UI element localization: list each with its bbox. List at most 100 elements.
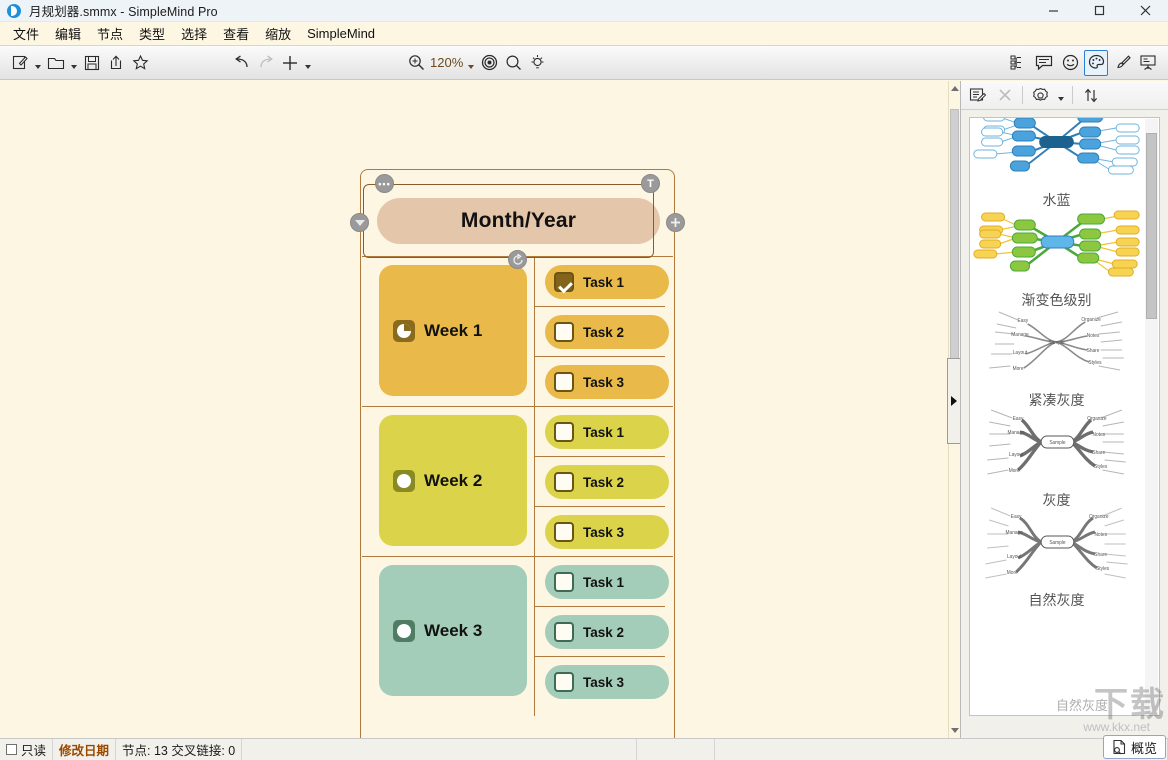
save-icon[interactable] <box>80 50 104 76</box>
overview-page-icon <box>1113 739 1126 755</box>
task-node[interactable]: Task 1 <box>545 415 669 449</box>
new-document-caret[interactable] <box>32 50 44 76</box>
scroll-down-arrow-icon[interactable] <box>950 725 959 736</box>
share-export-icon[interactable] <box>104 50 128 76</box>
node-menu-handle[interactable]: ••• <box>375 174 394 193</box>
pie-empty-icon[interactable] <box>393 619 415 642</box>
toolbar-separator <box>1072 86 1073 104</box>
sort-updown-icon[interactable] <box>1078 83 1103 107</box>
week-node[interactable]: Week 2 <box>379 415 527 546</box>
gear-settings-icon[interactable] <box>1028 83 1053 107</box>
emoji-smiley-icon[interactable] <box>1058 50 1082 76</box>
menu-type[interactable]: 类型 <box>139 27 166 42</box>
panel-collapse-handle[interactable] <box>947 358 960 444</box>
new-document-icon[interactable] <box>8 50 32 76</box>
week-node[interactable]: Week 1 <box>379 265 527 396</box>
status-spacer-2 <box>637 739 716 760</box>
add-plus-caret[interactable] <box>302 50 314 76</box>
task-node[interactable]: Task 3 <box>545 365 669 399</box>
open-folder-icon[interactable] <box>44 50 68 76</box>
task-node[interactable]: Task 1 <box>545 265 669 299</box>
task-node[interactable]: Task 2 <box>545 465 669 499</box>
node-topic-glyph: T <box>647 177 654 190</box>
task-node[interactable]: Task 3 <box>545 665 669 699</box>
plus-icon <box>671 218 680 227</box>
add-plus-icon[interactable] <box>278 50 302 76</box>
node-add-handle[interactable] <box>666 213 685 232</box>
menu-zoom[interactable]: 缩放 <box>265 27 292 42</box>
svg-text:Easy: Easy <box>1011 514 1022 520</box>
status-bar: 只读 修改日期 节点: 13 交叉链接: 0 <box>0 738 1168 760</box>
gear-settings-caret[interactable] <box>1055 82 1067 108</box>
task-checkbox[interactable] <box>554 322 574 342</box>
week-node[interactable]: Week 3 <box>379 565 527 696</box>
theme-list-scrollbar[interactable] <box>1145 119 1158 714</box>
task-node-label: Task 1 <box>583 274 625 290</box>
task-checkbox[interactable] <box>554 522 574 542</box>
canvas-scroll-thumb[interactable] <box>950 109 959 387</box>
search-icon[interactable] <box>501 50 525 76</box>
target-focus-icon[interactable] <box>477 50 501 76</box>
task-checkbox[interactable] <box>554 472 574 492</box>
overview-button[interactable]: 概览 <box>1102 735 1166 759</box>
zoom-magnifier-icon[interactable] <box>404 50 428 76</box>
window-controls <box>1030 0 1168 21</box>
zoom-level-label[interactable]: 120% <box>430 55 464 70</box>
outline-tree-icon[interactable] <box>1006 50 1030 76</box>
modified-date-cell[interactable]: 修改日期 <box>53 739 117 760</box>
star-favorite-icon[interactable] <box>128 50 152 76</box>
task-checkbox[interactable] <box>554 272 574 292</box>
redo-icon[interactable] <box>254 50 278 76</box>
menu-node[interactable]: 节点 <box>97 27 124 42</box>
task-node[interactable]: Task 1 <box>545 565 669 599</box>
pie-quarter-icon[interactable] <box>393 319 415 342</box>
note-comment-icon[interactable] <box>1032 50 1056 76</box>
menu-view[interactable]: 查看 <box>223 27 250 42</box>
menu-edit[interactable]: 编辑 <box>55 27 82 42</box>
highlight-idea-icon[interactable] <box>525 50 549 76</box>
mindmap-canvas[interactable]: Month/Year ••• T Week 1 <box>0 81 960 738</box>
theme-list[interactable]: 水蓝 <box>969 117 1160 716</box>
paintbrush-icon[interactable] <box>1110 50 1134 76</box>
task-node[interactable]: Task 3 <box>545 515 669 549</box>
readonly-checkbox[interactable] <box>6 744 17 755</box>
node-collapse-handle[interactable] <box>350 213 369 232</box>
theme-list-scroll-thumb[interactable] <box>1146 133 1157 319</box>
palette-style-icon[interactable] <box>1084 49 1108 76</box>
task-checkbox[interactable] <box>554 672 574 692</box>
task-node[interactable]: Task 2 <box>545 615 669 649</box>
minimize-button[interactable] <box>1030 0 1076 21</box>
node-topic-handle[interactable]: T <box>641 174 660 193</box>
task-checkbox[interactable] <box>554 422 574 442</box>
close-button[interactable] <box>1122 0 1168 21</box>
theme-item-aqua-blue[interactable]: 水蓝 <box>970 118 1143 210</box>
open-folder-caret[interactable] <box>68 50 80 76</box>
pie-empty-icon[interactable] <box>393 469 415 492</box>
maximize-button[interactable] <box>1076 0 1122 21</box>
task-checkbox[interactable] <box>554 622 574 642</box>
theme-item-gradient-level[interactable]: 渐变色级别 <box>970 196 1143 310</box>
zoom-level-caret[interactable] <box>465 50 477 76</box>
task-checkbox[interactable] <box>554 572 574 592</box>
menu-select[interactable]: 选择 <box>181 27 208 42</box>
menu-file[interactable]: 文件 <box>13 27 40 42</box>
presentation-icon[interactable] <box>1136 50 1160 76</box>
menu-simplemind[interactable]: SimpleMind <box>307 26 376 41</box>
scroll-up-arrow-icon[interactable] <box>950 83 959 94</box>
node-count-label: 节点: 13 交叉链接: 0 <box>122 744 236 758</box>
edit-style-icon[interactable] <box>965 83 990 107</box>
readonly-cell[interactable]: 只读 <box>0 739 54 760</box>
week-node-label: Week 1 <box>424 320 483 340</box>
node-reload-handle[interactable] <box>508 250 527 269</box>
task-node[interactable]: Task 2 <box>545 315 669 349</box>
task-checkbox[interactable] <box>554 372 574 392</box>
undo-icon[interactable] <box>230 50 254 76</box>
status-spacer-1 <box>242 739 638 760</box>
style-panel-toolbar <box>961 81 1168 110</box>
root-node[interactable]: Month/Year <box>377 198 660 244</box>
